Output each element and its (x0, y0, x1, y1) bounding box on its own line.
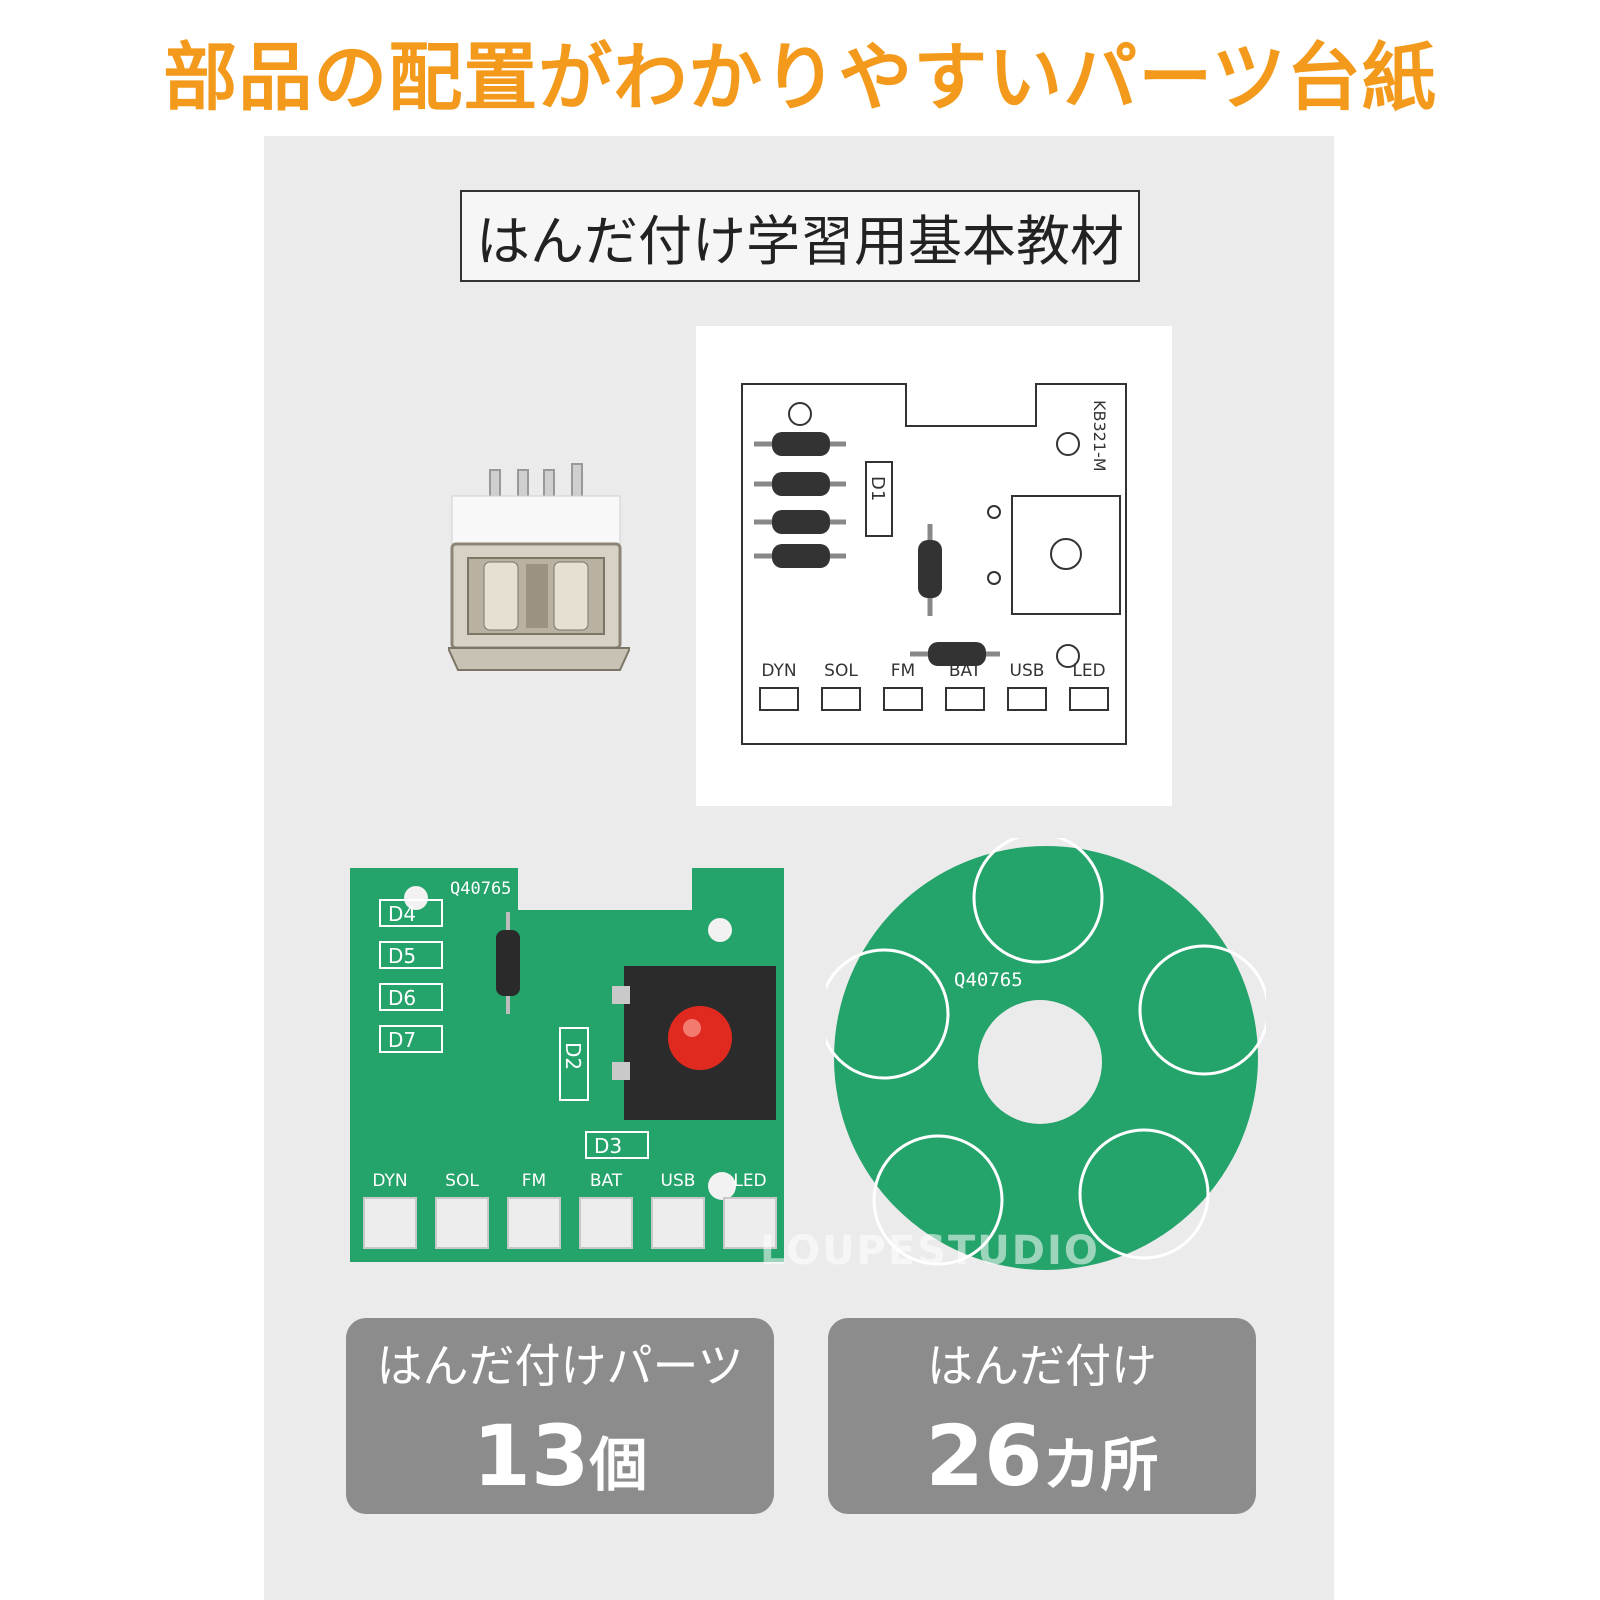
watermark-text: LOUPESTUDIO (760, 1228, 1100, 1274)
paper-port-dyn: DYN (761, 661, 796, 681)
stat-number: 26 (925, 1407, 1043, 1505)
stat-value: 13個 (346, 1408, 774, 1528)
pcb-port-fm: FM (522, 1171, 546, 1191)
pcb-label-d2: D2 (561, 1042, 585, 1070)
stat-number: 13 (472, 1407, 590, 1505)
usb-connector-photo (448, 463, 630, 671)
paper-port-usb: USB (1010, 661, 1045, 681)
stat-solder-points: はんだ付け 26カ所 (828, 1318, 1256, 1514)
pcb-label-d3: D3 (594, 1134, 622, 1158)
pcb-model-text: Q40765 (450, 879, 511, 899)
stat-solder-parts: はんだ付けパーツ 13個 (346, 1318, 774, 1514)
paper-port-fm: FM (891, 661, 915, 681)
stat-value: 26カ所 (828, 1408, 1256, 1528)
paper-d1-label: D1 (867, 476, 888, 501)
paper-port-bat: BAT (949, 661, 982, 681)
paper-parts-sheet: KB321-M D1 DYN SOL FM BAT USB LED (696, 326, 1172, 806)
ring-model-text: Q40765 (954, 969, 1023, 991)
pcb-port-usb: USB (661, 1171, 696, 1191)
paper-port-labels: DYN SOL FM BAT USB LED (761, 661, 1105, 681)
paper-model-text: KB321-M (1090, 400, 1109, 472)
stat-unit: カ所 (1042, 1431, 1159, 1499)
pcb-label-d4: D4 (388, 902, 416, 926)
pcb-diode-labels: D4 D5 D6 D7 D2 D3 (379, 899, 649, 1159)
ring-board-photo: Q40765 (826, 838, 1266, 1270)
pcb-port-labels: DYN SOL FM BAT USB LED (372, 1171, 766, 1191)
pcb-port-dyn: DYN (372, 1171, 407, 1191)
page-headline: 部品の配置がわかりやすいパーツ台紙 (163, 35, 1437, 121)
red-push-button (668, 1006, 732, 1070)
stat-unit: 個 (589, 1431, 648, 1499)
paper-diode-row (754, 432, 846, 568)
pcb-board-photo: Q40765 D4 D5 D6 D7 D2 D3 DYN SOL FM BAT … (350, 868, 784, 1262)
pcb-port-led: LED (733, 1171, 766, 1191)
pcb-port-bat: BAT (590, 1171, 623, 1191)
pcb-port-sol: SOL (445, 1171, 479, 1191)
paper-port-sol: SOL (824, 661, 858, 681)
pcb-label-d6: D6 (388, 986, 416, 1010)
subtitle-text: はんだ付け学習用基本教材 (476, 209, 1124, 273)
subtitle-box: はんだ付け学習用基本教材 (460, 190, 1140, 282)
paper-port-led: LED (1072, 661, 1105, 681)
stat-label: はんだ付けパーツ (376, 1339, 744, 1393)
pcb-label-d5: D5 (388, 944, 416, 968)
stat-label: はんだ付け (927, 1339, 1157, 1393)
pcb-label-d7: D7 (388, 1028, 416, 1052)
